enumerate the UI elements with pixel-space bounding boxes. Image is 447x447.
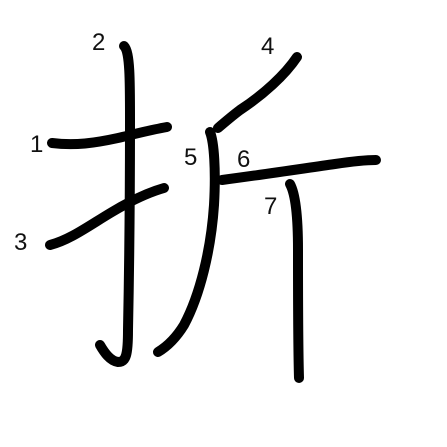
stroke-number-1: 1 <box>30 131 43 158</box>
stroke-5 <box>153 127 220 357</box>
stroke-6 <box>217 155 381 185</box>
stroke-number-7: 7 <box>264 193 277 220</box>
stroke-7 <box>285 179 304 383</box>
stroke-number-6: 6 <box>237 146 250 173</box>
stroke-number-2: 2 <box>92 29 105 56</box>
stroke-number-3: 3 <box>14 229 27 256</box>
stroke-number-4: 4 <box>261 33 274 60</box>
stroke-number-5: 5 <box>184 144 197 171</box>
stroke-4 <box>213 52 302 133</box>
stroke-2 <box>95 41 135 367</box>
stroke-3 <box>45 183 169 250</box>
stroke-1 <box>47 122 172 150</box>
